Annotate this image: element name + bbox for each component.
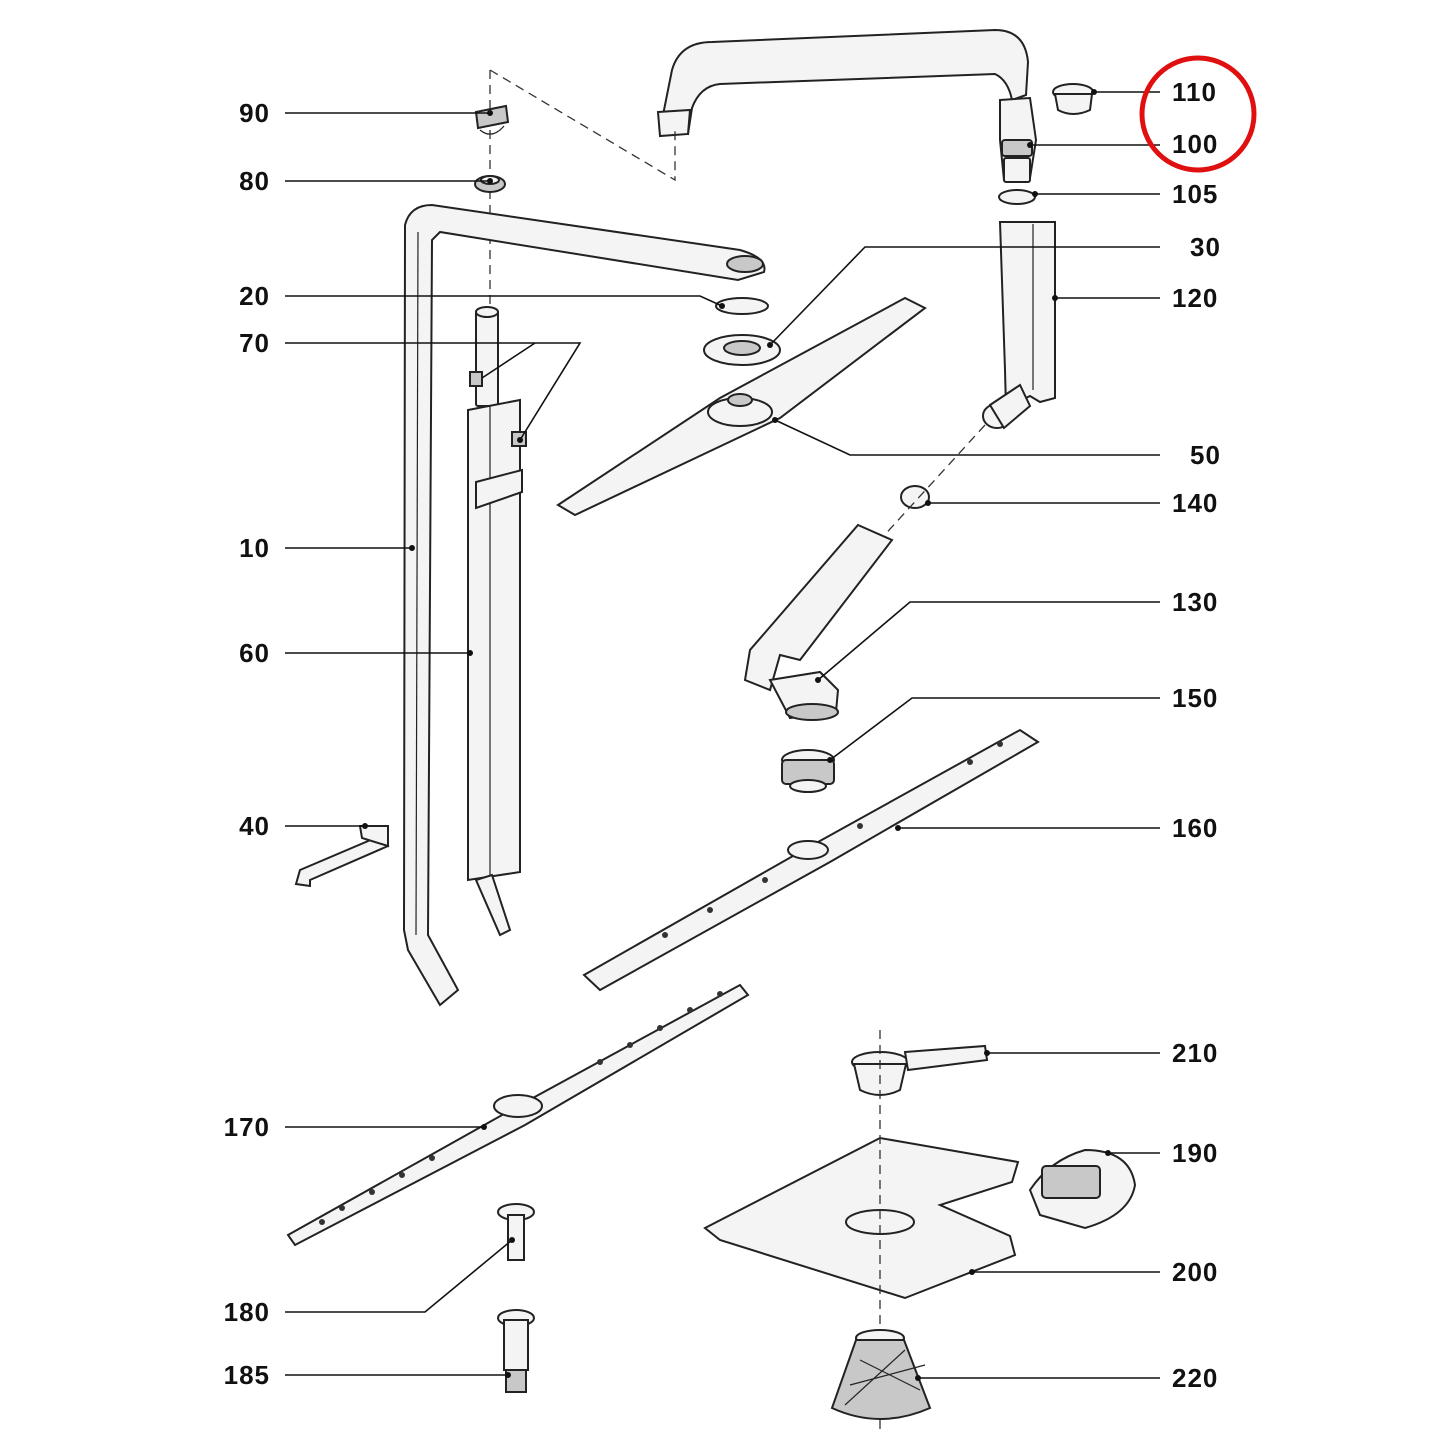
part-30-bearing: [703, 334, 781, 366]
label-105: 105: [1172, 179, 1218, 209]
part-60-vertical-rail: [467, 306, 523, 937]
label-190: 190: [1172, 1138, 1218, 1168]
label-180: 180: [224, 1297, 270, 1327]
part-190-housing: [1028, 1148, 1137, 1230]
label-30: 30: [1190, 232, 1221, 262]
part-105-o-ring: [998, 189, 1036, 205]
label-10: 10: [239, 533, 270, 563]
label-130: 130: [1172, 587, 1218, 617]
assembly-line-90-to-100: [489, 69, 676, 182]
part-50-upper-spray-arm: [556, 296, 927, 517]
part-130-lower-supply-pipe: [743, 523, 894, 721]
part-200-filter-plate: [703, 1030, 1020, 1430]
part-185-spindle: [497, 1309, 535, 1393]
label-40: 40: [239, 811, 270, 841]
label-210: 210: [1172, 1038, 1218, 1068]
part-220-cone-filter: [830, 1329, 932, 1420]
part-180-spindle: [497, 1203, 535, 1261]
label-60: 60: [239, 638, 270, 668]
label-140: 140: [1172, 488, 1218, 518]
label-185: 185: [224, 1360, 270, 1390]
label-50: 50: [1190, 440, 1221, 470]
assembly-line-120-to-130: [879, 424, 986, 541]
label-120: 120: [1172, 283, 1218, 313]
label-170: 170: [224, 1112, 270, 1142]
part-170-lower-spray-arm: [286, 983, 750, 1247]
label-220: 220: [1172, 1363, 1218, 1393]
part-20-ring: [715, 297, 769, 315]
label-20: 20: [239, 281, 270, 311]
part-number-labels: 90 80 20 70 10 60 40 170 180 185 110 100…: [224, 77, 1221, 1393]
label-80: 80: [239, 166, 270, 196]
part-110-cap: [1052, 83, 1094, 115]
label-160: 160: [1172, 813, 1218, 843]
highlight-circle: [1139, 55, 1257, 173]
part-160-middle-spray-arm: [582, 728, 1040, 992]
part-150-nut: [781, 749, 835, 793]
part-140-o-ring: [900, 485, 930, 509]
part-90-clip: [474, 104, 510, 135]
part-120-vertical-pipe: [982, 221, 1056, 430]
part-100-upper-supply-pipe: [656, 28, 1038, 183]
part-10-long-tube: [402, 203, 766, 1007]
label-90: 90: [239, 98, 270, 128]
label-70: 70: [239, 328, 270, 358]
label-100: 100: [1172, 129, 1218, 159]
leader-lines: [285, 89, 1160, 1381]
part-40-bracket: [294, 825, 390, 888]
label-200: 200: [1172, 1257, 1218, 1287]
label-150: 150: [1172, 683, 1218, 713]
label-110: 110: [1172, 77, 1217, 107]
part-210-filter-cup: [851, 1044, 989, 1096]
